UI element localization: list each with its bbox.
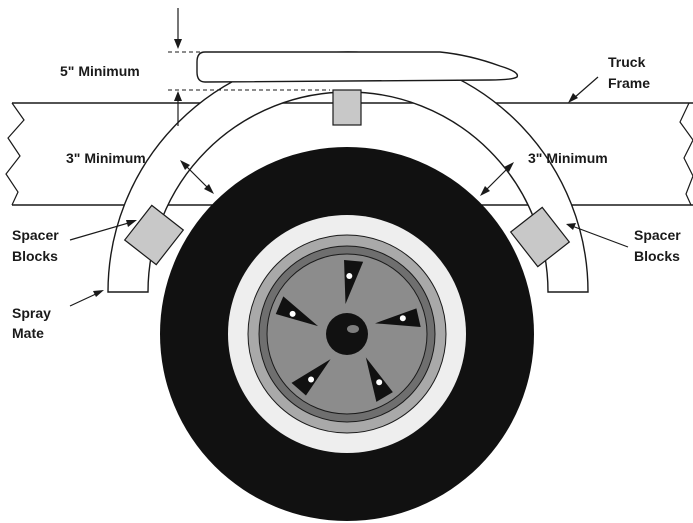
frame-break-right xyxy=(679,102,693,206)
label-5in-minimum: 5" Minimum xyxy=(60,63,140,79)
label-spacer-left-1: Spacer xyxy=(12,227,59,243)
spacer-block-left xyxy=(123,204,185,266)
lug-nut xyxy=(289,310,296,317)
hub xyxy=(326,313,368,355)
spray-mate-tank xyxy=(196,51,519,83)
lug-nut xyxy=(399,315,406,322)
dimension-3in-right xyxy=(480,162,514,196)
spacer-block-top xyxy=(332,89,362,126)
spoke-cutout xyxy=(275,296,319,327)
wheel-spokes xyxy=(275,260,421,402)
label-3in-minimum-right: 3" Minimum xyxy=(528,150,608,166)
lug-nut xyxy=(346,273,353,280)
leader-spacer-left xyxy=(69,220,137,241)
wheel xyxy=(160,147,534,521)
dimension-5in xyxy=(168,8,330,126)
label-spacer-right-2: Blocks xyxy=(634,248,680,264)
label-spray-mate-1: Spray xyxy=(12,305,51,321)
leader-truck-frame xyxy=(568,76,599,103)
spoke-cutout xyxy=(375,308,421,328)
label-truck-frame-2: Frame xyxy=(608,75,650,91)
hub-highlight xyxy=(347,325,359,333)
label-3in-minimum-left: 3" Minimum xyxy=(66,150,146,166)
leader-spacer-right xyxy=(566,223,629,248)
frame-break-left xyxy=(5,102,25,206)
label-spray-mate-2: Mate xyxy=(12,325,44,341)
leader-spray-mate xyxy=(69,290,104,307)
label-spacer-left-2: Blocks xyxy=(12,248,58,264)
lug-nut xyxy=(376,379,383,386)
spoke-cutout xyxy=(344,260,364,305)
spacer-block-right xyxy=(509,206,571,268)
label-truck-frame-1: Truck xyxy=(608,54,646,70)
label-spacer-right-1: Spacer xyxy=(634,227,681,243)
dimension-3in-left xyxy=(180,160,214,194)
lug-nut xyxy=(308,376,315,383)
